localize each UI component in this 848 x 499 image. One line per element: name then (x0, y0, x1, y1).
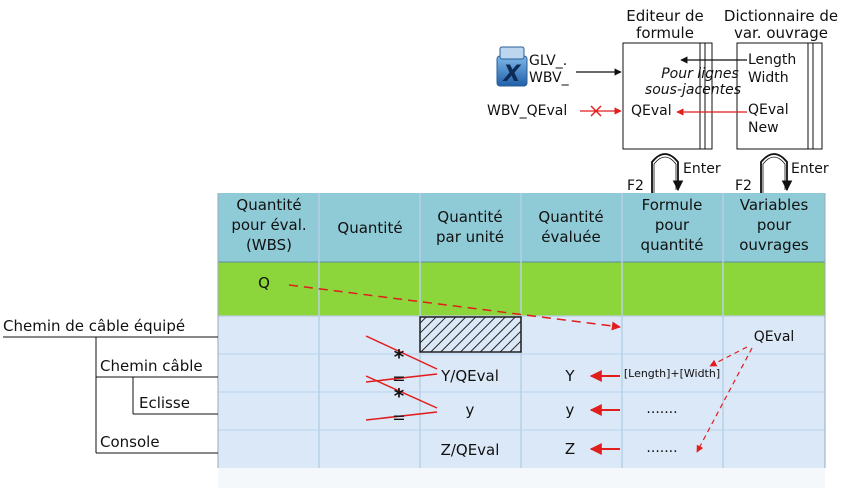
f2-right-label: F2 (735, 178, 752, 194)
op-equals-row3: = (392, 408, 405, 427)
qeval-in-editor: QEval (631, 103, 672, 119)
excel-var-line2: WBV_ (529, 70, 570, 86)
dots-row3: ....... (646, 401, 677, 417)
unit-row2: Y/QEval (440, 367, 499, 385)
dict-item-length[interactable]: Length (748, 52, 796, 68)
header-col-evaluated: Quantité évaluée (538, 208, 603, 246)
header-wbs-line3: (WBS) (246, 236, 292, 254)
tree-item-chemin-cable-equipe[interactable]: Chemin de câble équipé (3, 317, 185, 335)
cross-mark-icon (590, 105, 602, 117)
wbs-tree: Chemin de câble équipé Chemin câble Ecli… (3, 317, 218, 454)
header-wbs-line2: pour éval. (231, 216, 306, 234)
tree-item-eclisse[interactable]: Eclisse (139, 394, 190, 412)
dict-item-qeval[interactable]: QEval (748, 102, 789, 118)
op-equals-row2: = (392, 369, 405, 388)
note-line2: sous-jacentes (645, 82, 741, 98)
header-vars-line2: pour (757, 216, 792, 234)
variable-dictionary-window[interactable] (736, 42, 823, 150)
editor-title-line2: formule (636, 24, 694, 42)
eval-row3: y (566, 401, 575, 419)
f2-left-label: F2 (627, 178, 644, 194)
f2-enter-loop-right (760, 153, 793, 193)
quantity-table: Quantité pour éval. (WBS) Quantité Quant… (217, 193, 826, 488)
tree-item-chemin-cable[interactable]: Chemin câble (100, 357, 203, 375)
dict-title-line1: Dictionnaire de (724, 7, 838, 25)
header-formula-line3: quantité (641, 236, 704, 254)
header-eval-line1: Quantité (538, 208, 603, 226)
dict-item-width[interactable]: Width (748, 70, 789, 86)
header-formula-line1: Formule (642, 196, 703, 214)
formula-cell: [Length]+[Width] (624, 367, 720, 380)
dict-title-line2: var. ouvrage (734, 24, 828, 42)
formula-editor-window[interactable] (622, 42, 713, 150)
header-col-unit: Quantité par unité (436, 208, 504, 246)
header-unit-line1: Quantité (437, 208, 502, 226)
qeval-to-formula-arrow (709, 346, 748, 367)
eval-row4: Z (565, 440, 575, 458)
header-col-variables: Variables pour ouvrages (739, 196, 809, 254)
header-wbs-line1: Quantité (236, 196, 301, 214)
dots-row4: ....... (646, 440, 677, 456)
header-vars-line3: ouvrages (739, 236, 809, 254)
dict-item-new[interactable]: New (748, 120, 779, 136)
header-quantite: Quantité (337, 219, 402, 237)
header-vars-line1: Variables (740, 196, 809, 214)
excel-icon: X (496, 46, 528, 87)
f2-enter-loop-left (651, 153, 684, 193)
enter-right-label: Enter (791, 161, 829, 177)
hatched-cell (419, 316, 522, 353)
excel-var-line1: GLV_. (529, 53, 567, 69)
q-label: Q (258, 274, 270, 292)
header-eval-line2: évaluée (541, 228, 600, 246)
op-multiply-row3: * (394, 384, 405, 408)
enter-left-label: Enter (683, 161, 721, 177)
unit-row3: y (466, 401, 475, 419)
op-multiply-row2: * (394, 345, 405, 369)
eval-row2: Y (564, 367, 575, 385)
excel-icon-glyph: X (502, 62, 522, 87)
header-formula-line2: pour (655, 216, 690, 234)
unit-row4: Z/QEval (441, 441, 500, 459)
wbv-qeval-label: WBV_QEval (487, 103, 567, 119)
note-line1: Pour lignes (661, 66, 739, 82)
q-to-formula-arrow (288, 284, 621, 331)
top-panel: Editeur de formule Dictionnaire de var. … (487, 7, 838, 194)
tree-item-console[interactable]: Console (100, 433, 160, 451)
calc-operator-row3: * = (365, 375, 438, 427)
editor-title-line1: Editeur de (626, 7, 703, 25)
header-col-wbs: Quantité pour éval. (WBS) (231, 196, 306, 254)
header-unit-line2: par unité (436, 228, 504, 246)
qeval-to-row4-arrow (696, 347, 753, 453)
header-col-formula: Formule pour quantité (641, 196, 704, 254)
qeval-cell: QEval (754, 329, 795, 345)
